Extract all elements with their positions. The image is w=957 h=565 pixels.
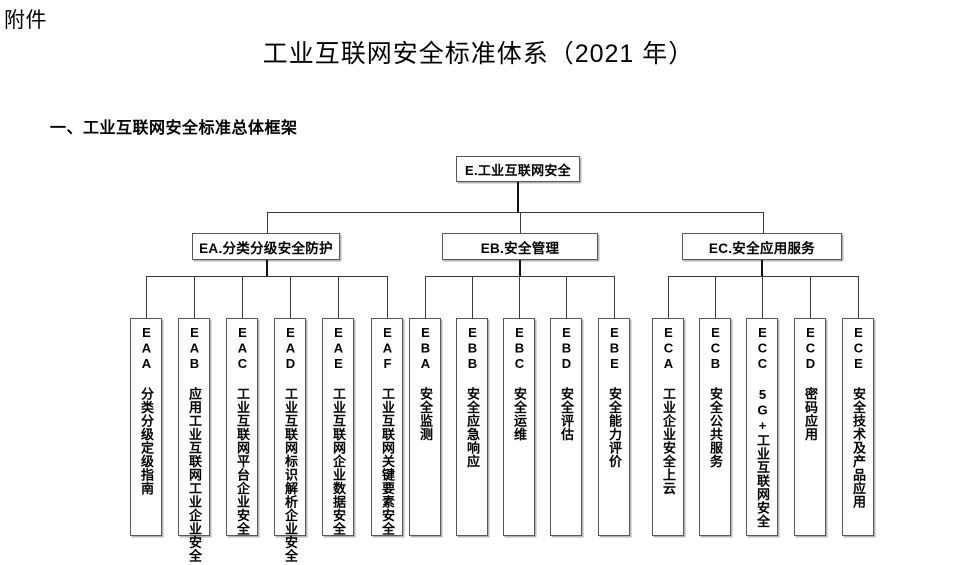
connector-ec-drop-3	[762, 276, 763, 318]
connector-drop-eb	[520, 212, 521, 234]
node-ecd-label: ECD 密码应用	[803, 325, 818, 441]
node-ebe[interactable]: EBE 安全能力评价	[598, 318, 630, 536]
connector-eb-drop-4	[566, 276, 567, 318]
connector-eb-drop-1	[425, 276, 426, 318]
node-eac[interactable]: EAC 工业互联网平台企业安全	[226, 318, 258, 536]
connector-eb-drop-2	[472, 276, 473, 318]
connector-ea-drop-5	[338, 276, 339, 318]
connector-ea-drop-4	[290, 276, 291, 318]
node-ebd[interactable]: EBD 安全评估	[550, 318, 582, 536]
node-ebb-label: EBB 安全应急响应	[465, 325, 480, 468]
node-ecb[interactable]: ECB 安全公共服务	[699, 318, 731, 536]
node-ec-label: EC.安全应用服务	[708, 240, 816, 256]
node-ecd[interactable]: ECD 密码应用	[794, 318, 826, 536]
connector-ec-drop-5	[858, 276, 859, 318]
connector-ec-drop-1	[668, 276, 669, 318]
node-eac-label: EAC 工业互联网平台企业安全	[235, 325, 250, 536]
node-eae[interactable]: EAE 工业互联网企业数据安全	[322, 318, 354, 536]
node-ead-label: EAD 工业互联网标识解析企业安全	[283, 325, 298, 563]
node-eba[interactable]: EBA 安全监测	[409, 318, 441, 536]
connector-ec-bus	[668, 276, 858, 277]
node-ecc[interactable]: ECC 5G+工业互联网安全	[746, 318, 778, 536]
connector-eb-drop-3	[519, 276, 520, 318]
node-ece-label: ECE 安全技术及产品应用	[851, 325, 866, 509]
node-eca[interactable]: ECA 工业企业安全上云	[652, 318, 684, 536]
connector-drop-ec	[763, 212, 764, 234]
node-ece[interactable]: ECE 安全技术及产品应用	[842, 318, 874, 536]
node-ea-classified-protection[interactable]: EA.分类分级安全防护	[192, 233, 340, 260]
node-ecb-label: ECB 安全公共服务	[708, 325, 723, 468]
node-eaa-label: EAA 分类分级定级指南	[139, 325, 154, 495]
node-ec-security-application-services[interactable]: EC.安全应用服务	[682, 233, 842, 260]
connector-drop-ea	[267, 212, 268, 234]
node-root-label: E.工业互联网安全	[465, 162, 571, 178]
node-root-industrial-internet-security[interactable]: E.工业互联网安全	[456, 156, 580, 182]
connector-ea-drop-6	[387, 276, 388, 318]
connector-ec-drop-4	[810, 276, 811, 318]
section-heading: 一、工业互联网安全标准总体框架	[50, 120, 298, 137]
node-ebd-label: EBD 安全评估	[559, 325, 574, 441]
node-ebc-label: EBC 安全运维	[512, 325, 527, 441]
node-eca-label: ECA 工业企业安全上云	[661, 325, 676, 495]
node-ebb[interactable]: EBB 安全应急响应	[456, 318, 488, 536]
connector-ea-bus	[146, 276, 387, 277]
connector-eb-stem	[519, 260, 521, 277]
node-eaa[interactable]: EAA 分类分级定级指南	[130, 318, 162, 536]
node-eab[interactable]: EAB 应用工业互联网工业企业安全	[178, 318, 210, 563]
node-eba-label: EBA 安全监测	[418, 325, 433, 441]
node-eb-label: EB.安全管理	[480, 240, 560, 256]
node-eaf[interactable]: EAF 工业互联网关键要素安全	[371, 318, 403, 536]
node-eb-security-management[interactable]: EB.安全管理	[442, 233, 598, 260]
node-ebc[interactable]: EBC 安全运维	[503, 318, 535, 536]
connector-eb-drop-5	[614, 276, 615, 318]
node-ebe-label: EBE 安全能力评价	[607, 325, 622, 468]
attachment-label: 附件	[4, 9, 47, 32]
connector-ea-drop-2	[194, 276, 195, 318]
node-eaf-label: EAF 工业互联网关键要素安全	[380, 325, 395, 536]
page-title: 工业互联网安全标准体系（2021 年）	[262, 40, 695, 68]
node-ea-label: EA.分类分级安全防护	[199, 240, 333, 256]
connector-root-stem	[517, 182, 519, 213]
connector-ea-drop-3	[242, 276, 243, 318]
connector-ea-drop-1	[146, 276, 147, 318]
node-ead[interactable]: EAD 工业互联网标识解析企业安全	[274, 318, 306, 563]
connector-ec-stem	[761, 260, 763, 277]
connector-ec-drop-2	[715, 276, 716, 318]
connector-level2-bus	[267, 212, 764, 213]
node-eae-label: EAE 工业互联网企业数据安全	[331, 325, 346, 536]
connector-ea-stem	[266, 260, 268, 277]
node-eab-label: EAB 应用工业互联网工业企业安全	[187, 325, 202, 563]
node-ecc-label: ECC 5G+工业互联网安全	[755, 325, 770, 528]
